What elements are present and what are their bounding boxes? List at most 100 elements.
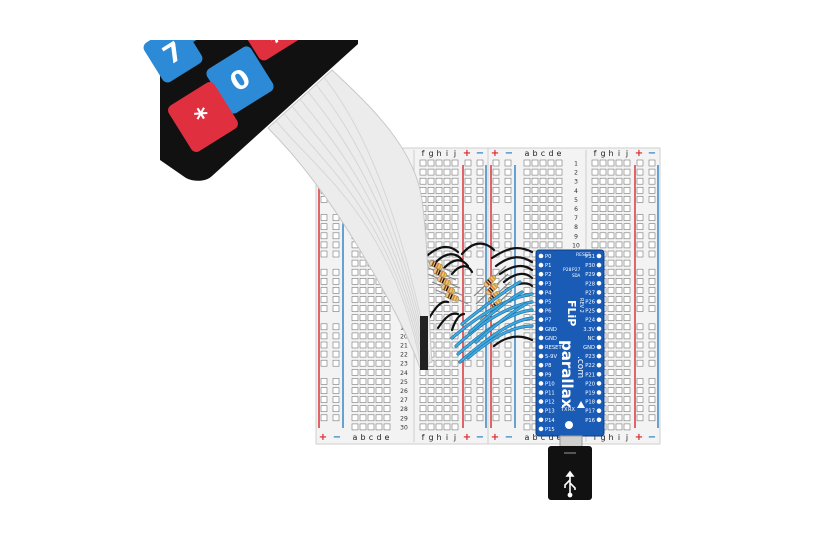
hole xyxy=(623,168,631,176)
keypad-crop xyxy=(140,0,380,40)
flip-pin xyxy=(596,344,602,350)
flip-pin xyxy=(538,399,544,404)
flip-pin xyxy=(596,253,602,259)
hole xyxy=(623,414,631,422)
rail-hole xyxy=(492,350,500,358)
flip-right-pin-label: P24 xyxy=(585,318,595,324)
column-letter: e xyxy=(557,433,562,442)
row-number: 22 xyxy=(400,352,408,359)
hole xyxy=(359,423,367,431)
rail-hole xyxy=(636,323,644,331)
column-letter: f xyxy=(594,433,597,442)
flip-left-pin-label: P5 xyxy=(545,300,551,306)
hole xyxy=(443,378,451,385)
hole xyxy=(607,250,615,258)
rail-minus-label: − xyxy=(476,432,484,443)
flip-pin xyxy=(538,253,544,259)
hole xyxy=(547,232,555,240)
rail-hole xyxy=(504,187,512,194)
hole xyxy=(599,159,607,167)
rail-hole xyxy=(648,387,656,394)
flip-tx-label: TX xyxy=(560,407,568,413)
hole xyxy=(367,332,375,340)
rail-hole xyxy=(636,414,644,422)
hole xyxy=(443,196,451,203)
rail-hole xyxy=(636,232,644,240)
flip-pin xyxy=(538,335,544,341)
resistor-band xyxy=(489,287,494,292)
rail-plus-label: + xyxy=(635,432,643,443)
hole xyxy=(615,232,623,240)
column-letter: c xyxy=(541,433,545,442)
hole xyxy=(359,277,367,285)
row-number: 24 xyxy=(400,370,408,377)
flip-pins: P0P1P2P3P4P5P6P7GNDGNDRESET5-9VP8P9P10P1… xyxy=(538,253,602,433)
hole xyxy=(351,378,359,385)
flip-left-pin-label: GND xyxy=(545,336,557,342)
rail-hole xyxy=(648,177,656,185)
black-wire xyxy=(434,253,464,264)
hole xyxy=(451,177,459,185)
flip-pin xyxy=(596,362,602,368)
rail-hole xyxy=(636,350,644,358)
hole xyxy=(623,232,631,240)
hole xyxy=(435,396,443,403)
hole xyxy=(523,205,531,212)
hole xyxy=(607,268,615,276)
hole xyxy=(419,378,427,385)
ribbon-strand xyxy=(315,84,430,364)
hole xyxy=(451,214,459,221)
hole xyxy=(419,405,427,413)
column-letter: c xyxy=(369,433,373,442)
row-number: 4 xyxy=(574,188,578,195)
resistor xyxy=(435,289,469,305)
resistor-body-group xyxy=(437,276,451,286)
hole xyxy=(351,277,359,285)
hole xyxy=(367,341,375,349)
hole xyxy=(435,368,443,376)
flip-right-pin-label: P19 xyxy=(585,391,595,397)
rail-hole xyxy=(648,196,656,203)
resistor-band xyxy=(433,262,437,268)
rail-hole xyxy=(492,168,500,176)
hole xyxy=(623,259,631,267)
hole xyxy=(419,177,427,185)
hole xyxy=(523,214,531,221)
resistor-band xyxy=(439,277,443,283)
hole xyxy=(615,250,623,258)
rail-hole xyxy=(476,405,484,413)
hole xyxy=(435,359,443,367)
hole xyxy=(591,223,599,230)
hole xyxy=(367,314,375,322)
flip-pin xyxy=(596,271,602,277)
resistor-body-group xyxy=(429,260,443,270)
rail-hole xyxy=(464,159,472,167)
keypad-keys: 78#0* xyxy=(140,0,380,152)
row-number: 7 xyxy=(574,215,578,222)
hole xyxy=(531,177,539,185)
hole xyxy=(383,423,391,431)
rail-hole xyxy=(332,341,340,349)
hole xyxy=(375,405,383,413)
resistor xyxy=(419,257,453,273)
hole xyxy=(615,177,623,185)
rail-hole xyxy=(636,396,644,403)
hole xyxy=(591,177,599,185)
flip-pin xyxy=(596,299,602,304)
rail-hole xyxy=(320,350,328,358)
rail-minus-label: − xyxy=(505,148,513,159)
rail-hole xyxy=(648,396,656,403)
flip-pin xyxy=(538,344,544,350)
hole xyxy=(443,205,451,212)
hole xyxy=(383,387,391,394)
flip-pin xyxy=(596,290,602,295)
rail-hole xyxy=(636,341,644,349)
hole xyxy=(523,250,531,258)
hole xyxy=(623,378,631,385)
hole xyxy=(615,287,623,294)
hole xyxy=(523,359,531,367)
hole xyxy=(451,241,459,249)
hole xyxy=(607,159,615,167)
flip-pin xyxy=(596,381,602,386)
flip-right-pin-label: P29 xyxy=(585,272,595,278)
